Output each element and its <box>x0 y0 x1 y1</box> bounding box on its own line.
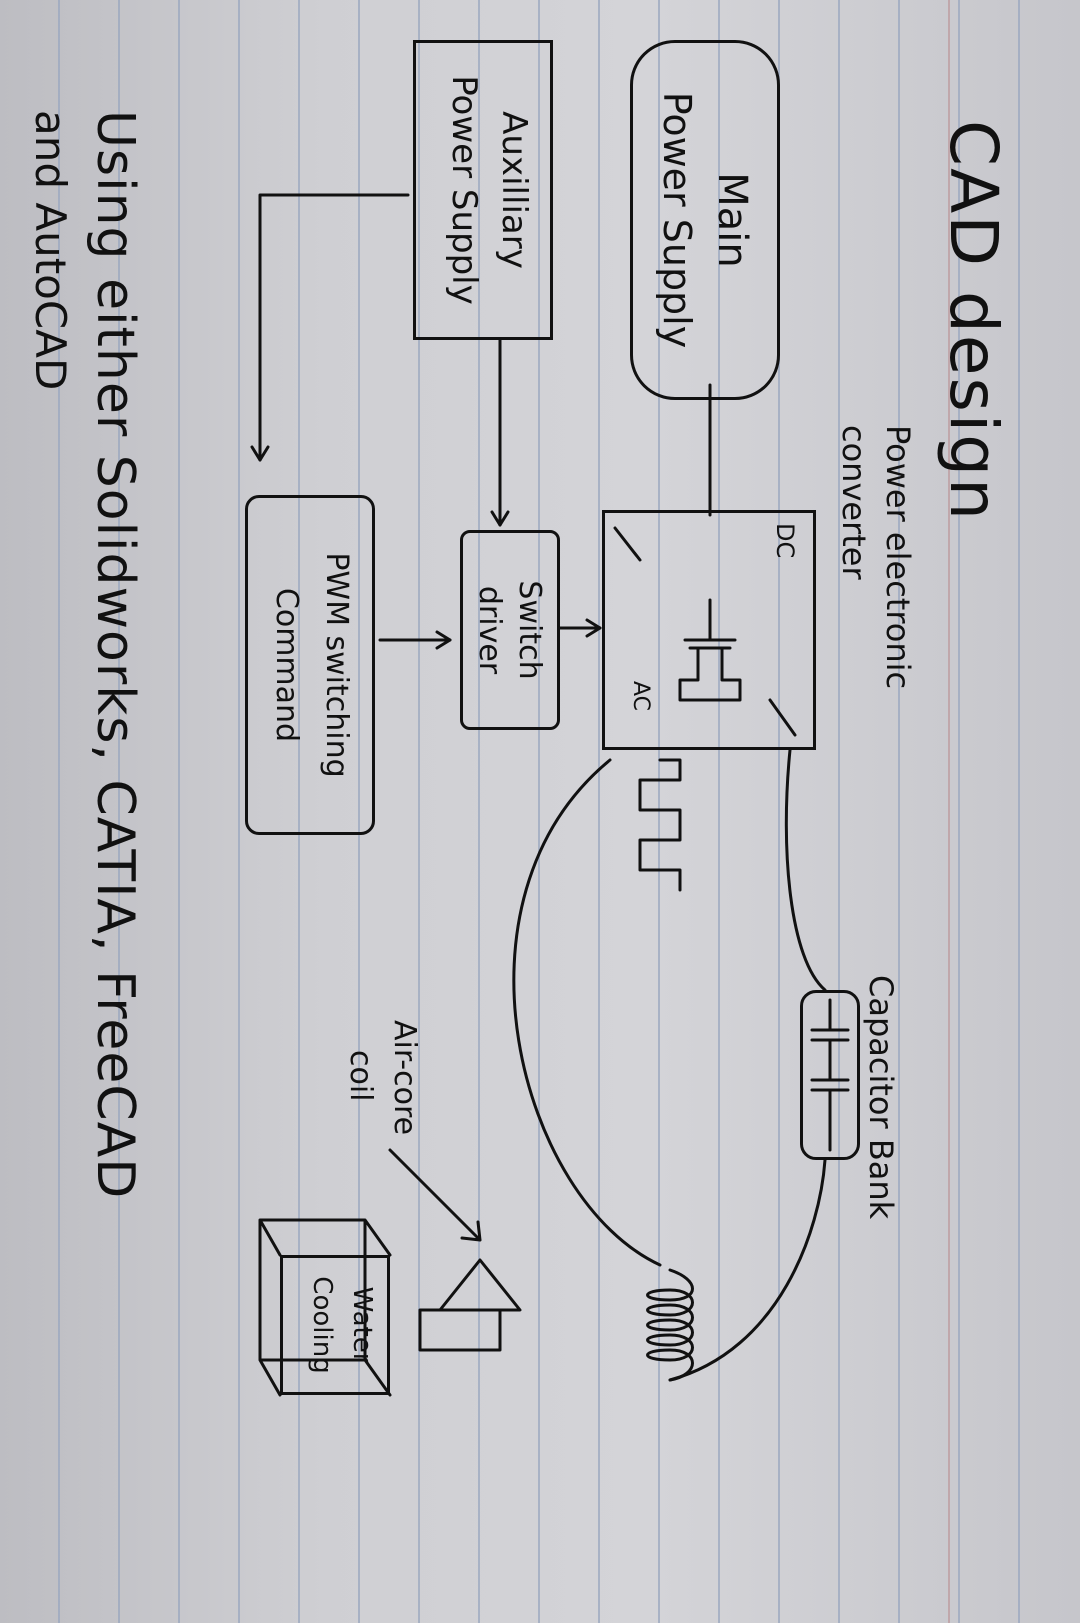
converter-to-capacitor-wire <box>784 748 827 992</box>
arrow-head <box>250 445 270 462</box>
footer-line1: Using either Solidworks, CATIA, FreeCAD <box>85 110 145 1200</box>
coil-return-wire <box>512 758 662 1267</box>
footer-line2: and AutoCAD <box>26 110 75 391</box>
capacitor-to-coil-wire <box>668 1158 827 1382</box>
arrow-head <box>435 630 452 650</box>
arrow-head <box>490 510 510 527</box>
arrow-head <box>585 618 602 638</box>
aux-to-pwm-wire <box>258 193 410 462</box>
water-cooling-cube-edges <box>258 1218 392 1397</box>
converter-diagonal <box>613 526 642 562</box>
air-core-coil <box>646 1268 694 1382</box>
converter-diagonal <box>768 698 797 737</box>
square-wave <box>638 758 682 892</box>
capacitor-symbol <box>810 998 850 1152</box>
cooling-hollow-arrow <box>418 1258 522 1352</box>
transistor-symbol <box>678 598 742 702</box>
coil-pointer-arrow <box>388 1148 482 1242</box>
